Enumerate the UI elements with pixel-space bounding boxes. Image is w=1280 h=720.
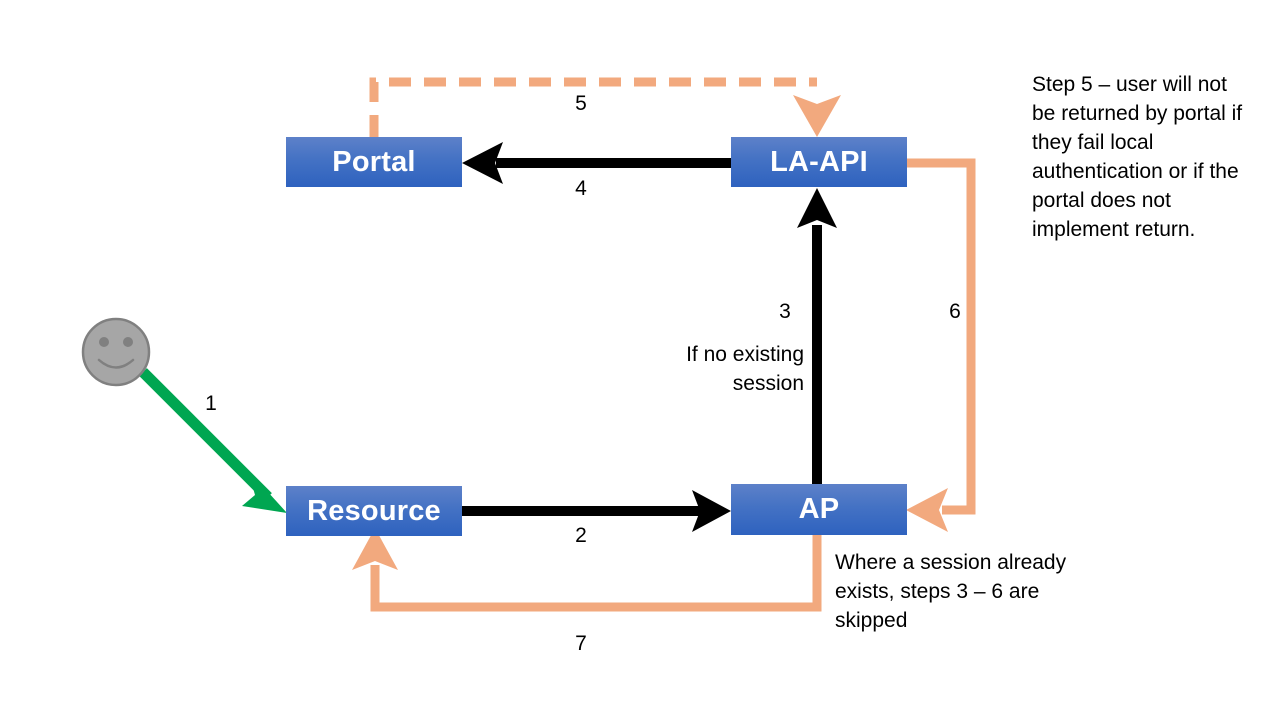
node-portal-label: Portal: [332, 145, 416, 178]
node-la-api[interactable]: LA-API: [731, 137, 907, 187]
connector-step-7: [352, 528, 822, 612]
step-label-3: 3: [779, 300, 791, 323]
step-label-2: 2: [575, 524, 587, 547]
connector-step-4: [462, 142, 731, 184]
node-la-api-label: LA-API: [770, 145, 868, 178]
connector-step-1: [139, 368, 287, 513]
node-ap-label: AP: [798, 493, 840, 525]
note-no-existing-session: If no existing session: [686, 343, 804, 395]
step-label-6: 6: [949, 300, 961, 323]
connector-step-3: [797, 188, 837, 484]
node-resource[interactable]: Resource: [286, 486, 462, 536]
step-label-7: 7: [575, 632, 587, 655]
node-resource-label: Resource: [307, 494, 441, 527]
connector-step-5: [369, 77, 841, 137]
note-step-5-explanation: Step 5 – user will not be returned by po…: [1032, 73, 1243, 241]
connector-step-6: [906, 158, 976, 532]
step-label-5: 5: [575, 92, 587, 115]
note-session-skip: Where a session already exists, steps 3 …: [835, 551, 1067, 632]
node-portal[interactable]: Portal: [286, 137, 462, 187]
connector-step-2: [462, 490, 731, 532]
user-avatar-smiley-icon: [81, 317, 151, 387]
step-label-1: 1: [205, 392, 217, 415]
node-ap[interactable]: AP: [731, 484, 907, 535]
step-label-4: 4: [575, 177, 587, 200]
